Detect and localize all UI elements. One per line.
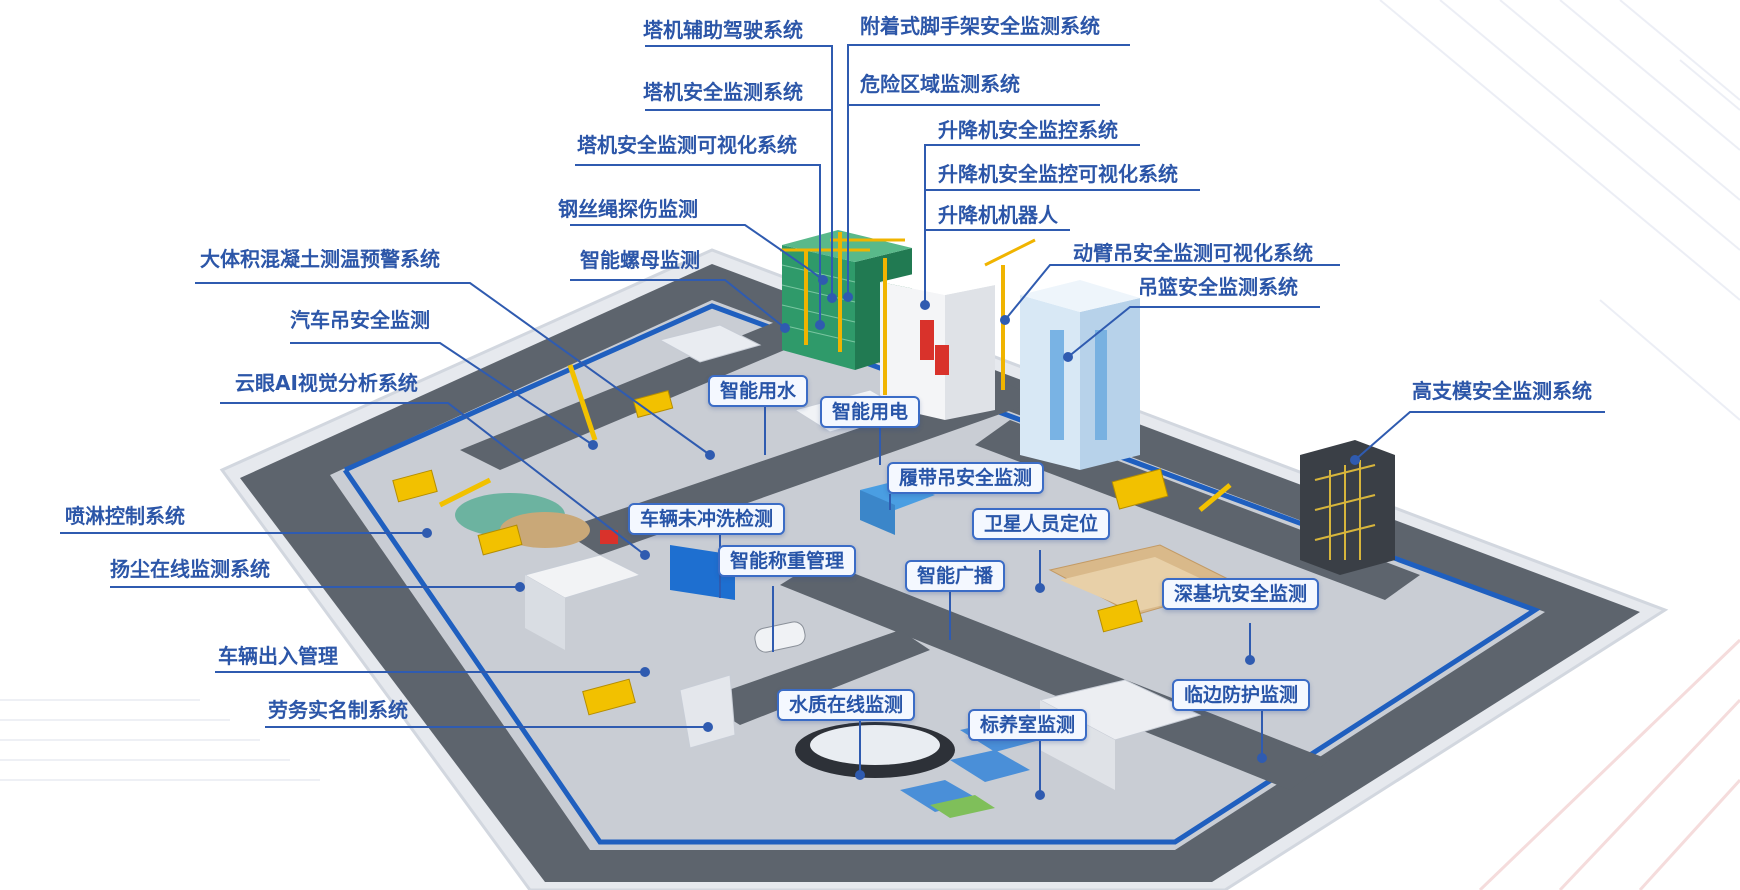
label-scaffold: 附着式脚手架安全监测系统 (860, 14, 1100, 38)
chip-crawler-crane: 履带吊安全监测 (887, 462, 1045, 494)
chip-vehicle-wash: 车辆未冲洗检测 (628, 503, 786, 535)
chip-deep-pit: 深基坑安全监测 (1162, 578, 1320, 610)
chip-water-quality: 水质在线监测 (777, 689, 916, 721)
label-vehicle-access: 车辆出入管理 (218, 644, 338, 668)
chip-smart-power: 智能用电 (820, 396, 921, 428)
guide-lines (60, 44, 1605, 795)
label-hoist-visual: 升降机安全监控可视化系统 (938, 162, 1178, 186)
label-danger-zone: 危险区域监测系统 (860, 72, 1020, 96)
label-formwork: 高支模安全监测系统 (1412, 379, 1592, 403)
label-wire-rope: 钢丝绳探伤监测 (558, 197, 698, 221)
label-hoist-safety: 升降机安全监控系统 (938, 118, 1118, 142)
guide-dots (422, 275, 1360, 800)
chip-curing-room: 标养室监测 (968, 709, 1088, 741)
chip-edge-protect: 临边防护监测 (1172, 679, 1311, 711)
label-tower-safety: 塔机安全监测系统 (643, 80, 803, 104)
label-truck-crane: 汽车吊安全监测 (290, 308, 430, 332)
label-dust: 扬尘在线监测系统 (110, 557, 270, 581)
label-tower-visual: 塔机安全监测可视化系统 (577, 133, 797, 157)
label-tower-assist: 塔机辅助驾驶系统 (643, 18, 803, 42)
label-basket: 吊篮安全监测系统 (1138, 275, 1298, 299)
chip-weighing: 智能称重管理 (718, 545, 857, 577)
label-labor: 劳务实名制系统 (268, 698, 408, 722)
label-hoist-robot: 升降机机器人 (938, 203, 1058, 227)
chip-satellite: 卫星人员定位 (972, 508, 1111, 540)
label-spray: 喷淋控制系统 (65, 504, 185, 528)
chip-broadcast: 智能广播 (905, 560, 1006, 592)
label-ai-vision: 云眼AI视觉分析系统 (235, 371, 418, 395)
label-smart-nut: 智能螺母监测 (580, 248, 700, 272)
label-boom-crane: 动臂吊安全监测可视化系统 (1073, 241, 1313, 265)
chip-smart-water: 智能用水 (708, 375, 809, 407)
label-concrete-temp: 大体积混凝土测温预警系统 (200, 247, 440, 271)
